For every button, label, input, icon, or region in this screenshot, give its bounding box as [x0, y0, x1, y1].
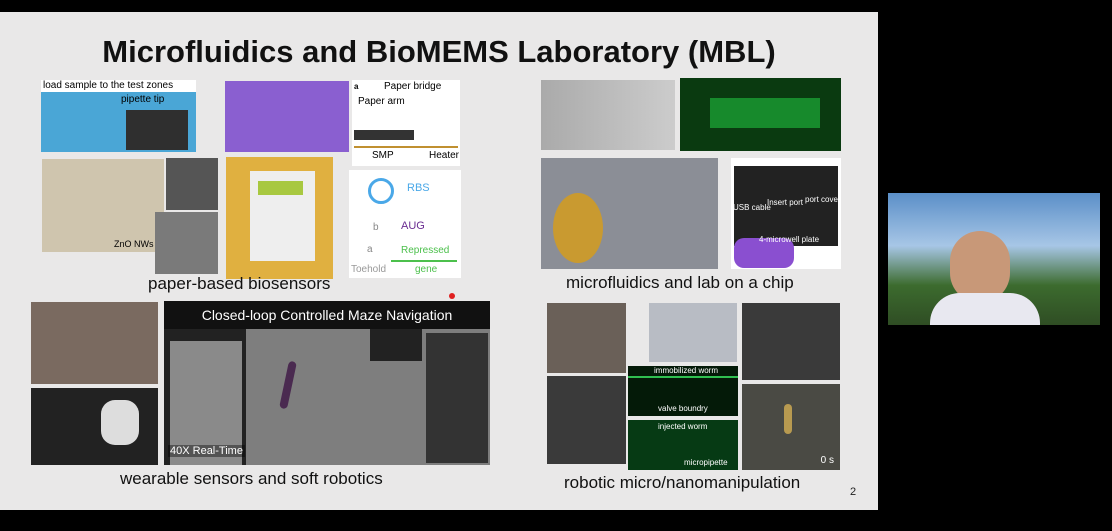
worm-image — [541, 80, 675, 150]
injected-label: injected worm — [658, 422, 708, 431]
time-label: 0 s — [820, 455, 834, 466]
immobilized-label: immobilized worm — [654, 366, 719, 375]
participant-shirt — [930, 293, 1040, 325]
microwell-box-image: USB cable Insert port port cover 4-micro… — [731, 158, 841, 269]
b-label: b — [373, 222, 379, 233]
pipette-array-image — [649, 303, 737, 362]
panel-a-label: a — [354, 82, 359, 91]
cell-injection-image: 0 s — [742, 384, 840, 470]
immobilized-worm-image: immobilized worm valve boundry — [628, 366, 738, 416]
paper-arm-diagram: a Paper bridge Paper arm SMP Heater — [352, 80, 460, 166]
aug-label: AUG — [401, 220, 425, 232]
potentiostat-image — [226, 157, 333, 279]
plate-label: 4-microwell plate — [759, 235, 820, 244]
toehold-label: Toehold — [351, 264, 387, 275]
usb-label: USB cable — [733, 203, 771, 212]
load-label: load sample to the test zones — [43, 80, 174, 91]
soft-robot-hand-image — [31, 388, 158, 465]
glove-sensor-image — [225, 81, 349, 152]
micropipette-label: micropipette — [684, 458, 728, 467]
microfluidics-caption: microfluidics and lab on a chip — [566, 273, 794, 292]
port-cover-label: port cover — [805, 195, 841, 204]
maze-video-title: Closed-loop Controlled Maze Navigation — [164, 301, 490, 329]
rbs-label: RBS — [407, 182, 430, 194]
participant-face — [950, 231, 1010, 303]
zno-sensor-image: ZnO NWs — [42, 159, 164, 252]
paper-caption: paper-based biosensors — [148, 274, 331, 293]
sem-manipulation-image — [742, 303, 840, 380]
injected-worm-image: injected worm micropipette — [628, 420, 738, 470]
gene-label: gene — [415, 264, 438, 275]
robotic-caption: robotic micro/nanomanipulation — [564, 473, 801, 492]
smp-label: SMP — [372, 150, 394, 161]
coin-chip-image — [541, 158, 718, 269]
maze-navigation-video[interactable]: Closed-loop Controlled Maze Navigation 4… — [164, 301, 490, 465]
slide-title: Microfluidics and BioMEMS Laboratory (MB… — [102, 34, 776, 69]
valve-label: valve boundry — [658, 404, 708, 413]
microscope-image — [547, 376, 626, 464]
face-sensor-image — [31, 302, 158, 384]
shared-slide: Microfluidics and BioMEMS Laboratory (MB… — [0, 12, 878, 510]
paper-arm-label: Paper arm — [358, 96, 405, 107]
paper-bridge-label: Paper bridge — [384, 81, 442, 92]
sem-image — [166, 158, 218, 210]
zno-label: ZnO NWs — [114, 239, 154, 249]
repressed-label: Repressed — [401, 245, 450, 256]
pipette-label: pipette tip — [121, 94, 165, 105]
pipette-image: load sample to the test zones pipette ti… — [41, 80, 196, 152]
nanowire-image — [155, 212, 218, 274]
wearable-caption: wearable sensors and soft robotics — [120, 469, 383, 488]
a-label: a — [367, 244, 373, 255]
page-number: 2 — [850, 486, 857, 498]
laser-pointer-icon — [449, 293, 455, 299]
speed-label: 40X Real-Time — [168, 445, 245, 457]
micromanipulator-image — [547, 303, 626, 373]
toehold-diagram: RBS AUG b a Repressed Toehold gene — [349, 170, 461, 278]
heater-label: Heater — [429, 150, 460, 161]
insert-port-label: Insert port — [767, 198, 804, 207]
participant-video-tile[interactable] — [888, 193, 1100, 325]
fluorescent-chip-image — [680, 78, 841, 151]
